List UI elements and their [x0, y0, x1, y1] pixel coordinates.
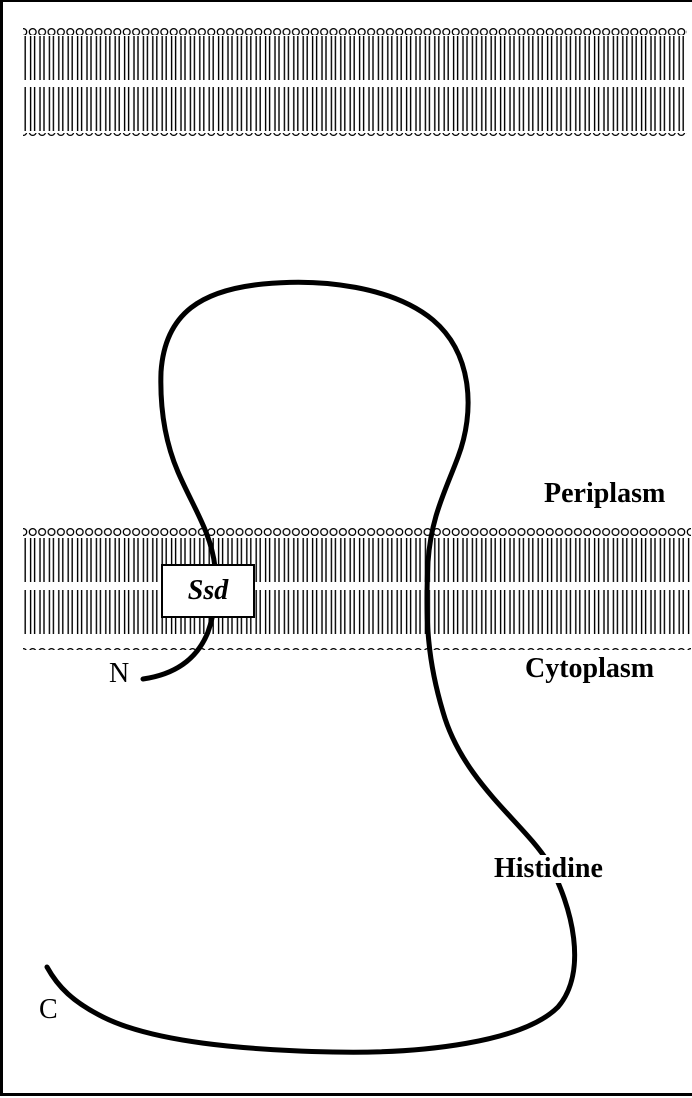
inner-membrane-top-heads [23, 523, 691, 537]
inner-membrane-bottom-heads [23, 636, 691, 650]
histidine-label: Histidine [492, 855, 605, 883]
ssd-domain-label: Ssd [188, 575, 228, 607]
outer-membrane-bottom-heads [23, 133, 687, 147]
outer-membrane-top-heads [23, 21, 687, 35]
outer-membrane [23, 21, 687, 147]
n-terminus-label: N [109, 660, 129, 688]
diagram-canvas [3, 2, 692, 1098]
periplasm-label: Periplasm [544, 480, 665, 508]
outer-membrane-top-tails [23, 36, 687, 80]
inner-membrane-bottom-tails [23, 590, 691, 634]
inner-membrane [23, 523, 691, 650]
cytoplasm-label: Cytoplasm [525, 655, 654, 683]
inner-membrane-top-tails [23, 538, 691, 582]
ssd-domain-box: Ssd [161, 564, 255, 618]
outer-membrane-bottom-tails [23, 87, 687, 131]
c-terminus-label: C [39, 996, 58, 1024]
